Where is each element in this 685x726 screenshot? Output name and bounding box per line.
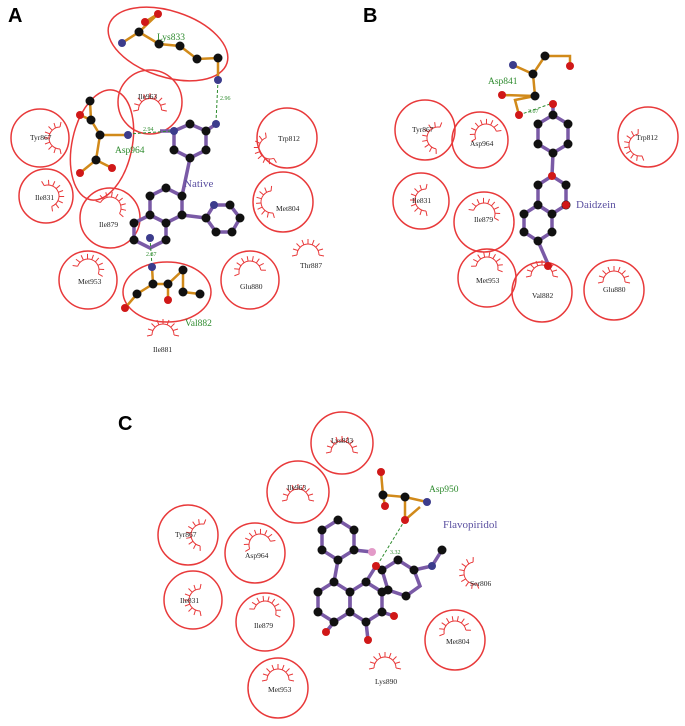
hbond-residue-label: Lys833 [157, 33, 185, 43]
residue-circle-asp964 [224, 522, 286, 584]
residue-circle-glu880 [583, 259, 645, 321]
residue-label: Thr887 [300, 261, 322, 270]
hbond-residue-label: Asp950 [429, 485, 459, 495]
residue-label: Met953 [78, 277, 102, 286]
panel-a-hbonds [127, 79, 219, 267]
residue-circle-ile963 [266, 460, 330, 524]
residue-label: Ile831 [412, 196, 431, 205]
hbond-distance: 3.32 [390, 550, 401, 556]
residue-label: Glu880 [603, 285, 626, 294]
residue-circle-met953 [247, 657, 309, 719]
fan-lys890 [368, 651, 402, 670]
residue-label: Ile879 [254, 621, 273, 630]
residue-label: Ile879 [474, 215, 493, 224]
panel-b: B [363, 5, 679, 323]
residue-circle-tyr867 [10, 108, 70, 168]
hbond-distance: 2.94 [143, 127, 154, 133]
lys833-enclosure [107, 6, 229, 82]
residue-label: Met953 [476, 276, 500, 285]
panel-label-b: B [363, 5, 377, 27]
residue-circle-ile879 [453, 191, 515, 253]
residue-circle-glu880 [220, 250, 280, 310]
ligand-label: Flavopiridol [443, 519, 497, 531]
chlorine-atom [368, 548, 376, 556]
residue-circle-tyr867 [394, 99, 456, 161]
residue-circle-ile831 [163, 570, 223, 630]
residue-circle-trp812 [256, 107, 318, 169]
residue-label: Met953 [268, 685, 292, 694]
panel-a: A [8, 5, 325, 354]
residue-circle-trp812 [617, 106, 679, 168]
residue-circle-asp964 [451, 111, 509, 169]
panel-b-ligand-bonds [522, 105, 570, 265]
residue-label: Lys890 [375, 677, 397, 686]
residue-label: Asp964 [245, 551, 269, 560]
hbond-distance: 3.07 [528, 109, 539, 115]
residue-circle-ile879 [79, 187, 141, 249]
residue-label: Tyr867 [30, 133, 52, 142]
fan-thr887 [291, 238, 325, 257]
residue-label: Ile831 [180, 596, 199, 605]
residue-circle-met953 [58, 250, 118, 310]
panel-c-atoms [313, 468, 447, 644]
asp964-enclosure [69, 89, 135, 201]
panel-label-c: C [118, 413, 132, 435]
residue-circle-ile879 [235, 592, 295, 652]
residue-circle-ile963 [117, 69, 183, 135]
hbond-residue-label: Asp841 [488, 77, 518, 87]
residue-label: Met804 [276, 204, 300, 213]
residue-label: Ser806 [470, 579, 491, 588]
residue-label: Tyr867 [412, 125, 434, 134]
residue-label: Ile963 [138, 92, 157, 101]
panel-a-atoms [76, 10, 245, 312]
residue-circle-lys833 [310, 411, 374, 475]
residue-label: Ile879 [99, 220, 118, 229]
hbond-residue-label: Val882 [185, 319, 212, 329]
residue-circle-ile831 [18, 168, 74, 224]
panel-label-a: A [8, 5, 22, 27]
residue-label: Lys833 [331, 436, 353, 445]
residue-label: Met804 [446, 637, 470, 646]
hbond-residue-label: Asp964 [115, 146, 145, 156]
residue-label: Glu880 [240, 282, 263, 291]
hbond-distance: 2.96 [220, 96, 231, 102]
residue-label: Trp812 [278, 134, 300, 143]
ligand-label: Native [184, 178, 213, 190]
residue-label: Ile881 [153, 345, 172, 354]
residue-label: Ile963 [287, 483, 306, 492]
panel-c-hbond [377, 519, 406, 565]
residue-circle-tyr867 [157, 504, 219, 566]
hbond-distance: 2.87 [146, 252, 157, 258]
panel-c: C [118, 411, 497, 719]
residue-circle-met804 [424, 609, 486, 671]
panel-b-hbond [518, 103, 551, 116]
ligand-label: Daidzein [576, 199, 616, 211]
residue-label: Val882 [532, 291, 553, 300]
panel-b-atoms [498, 51, 574, 270]
residue-circle-ile831 [392, 172, 450, 230]
residue-label: Asp964 [470, 139, 494, 148]
residue-label: Tyr867 [175, 530, 197, 539]
val882-enclosure [122, 261, 212, 323]
residue-circle-met804 [252, 171, 314, 233]
residue-label: Trp812 [636, 133, 658, 142]
residue-label: Ile831 [35, 193, 54, 202]
